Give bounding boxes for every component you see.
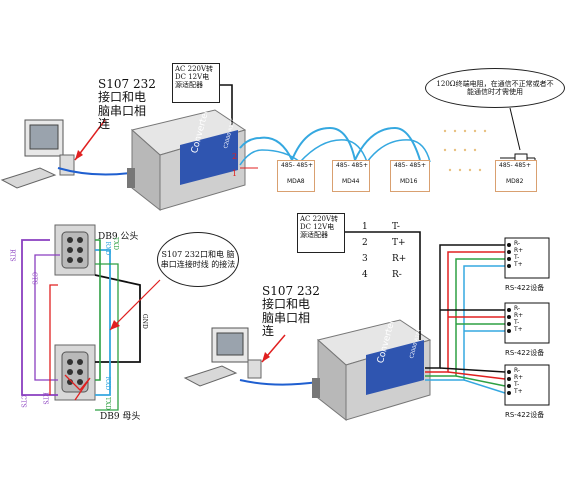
converter-device-top — [127, 109, 247, 212]
device-md82 — [495, 160, 537, 192]
rs422-device-label: RS-422设备 — [505, 284, 545, 292]
db9-male-connector — [54, 224, 96, 276]
terminator-resistor — [500, 107, 536, 165]
port-number-1: 1 — [232, 169, 238, 178]
serial-cable-bottom — [239, 379, 319, 386]
terminal-pin: T- — [514, 381, 520, 388]
device-pins: 485- 485+ — [394, 162, 427, 169]
db9-female-label: DB9 母头 — [100, 412, 141, 422]
rs422-wiring — [425, 244, 506, 394]
rs422-terminal-blocks — [504, 237, 550, 406]
device-pins: 485- 485+ — [499, 162, 532, 169]
terminal-pin: R+ — [514, 312, 524, 319]
legend-signal: R+ — [392, 254, 407, 264]
device-mda8 — [277, 160, 315, 192]
power-adapter-box-top: AC 220V转 DC 12V电 源适配器 — [172, 63, 220, 103]
legend-num: 2 — [362, 238, 368, 248]
device-name: MD16 — [400, 178, 418, 185]
legend-num: 3 — [362, 254, 368, 264]
signal-label: CTS — [19, 395, 27, 408]
device-name: MDA8 — [287, 178, 305, 185]
terminal-pin: T- — [514, 319, 520, 326]
signal-label: TXD — [111, 236, 119, 250]
signal-label: RXD — [104, 376, 112, 391]
signal-label: CTS — [30, 272, 38, 285]
terminal-pin: R- — [514, 305, 521, 312]
terminal-pin: R+ — [514, 247, 524, 254]
device-md16 — [390, 160, 430, 192]
signal-label: TXD — [103, 396, 111, 410]
legend-signal: T- — [392, 222, 400, 232]
rs422-device-label: RS-422设备 — [505, 411, 545, 419]
pc-connection-label-bottom: S107 232 接口和电 脑串口相 连 — [262, 284, 320, 339]
power-adapter-box-bottom: AC 220V转 DC 12V电 源适配器 — [297, 213, 345, 253]
signal-label: RTS — [41, 392, 49, 405]
rs422-device-label: RS-422设备 — [505, 349, 545, 357]
terminal-pin: T+ — [514, 326, 523, 333]
converter-device-bottom — [312, 319, 432, 422]
signal-label: RXD — [104, 241, 112, 256]
device-name: MD44 — [342, 178, 360, 185]
db9-wiring-note: S107 232口和电 脑串口连接时线 的接法 — [157, 232, 239, 287]
terminator-note: 120Ω终端电阻，在通信不正常或者不能通信时才需使用 — [425, 68, 565, 108]
wire-rts-cts — [21, 239, 58, 396]
wire-rxd — [95, 249, 111, 396]
arrow-db9 — [109, 279, 161, 331]
terminal-pin: R+ — [514, 374, 524, 381]
computer-icon-top — [0, 119, 75, 189]
legend-signal: R- — [392, 270, 402, 280]
terminal-pin: R- — [514, 367, 521, 374]
terminal-pin: T- — [514, 254, 520, 261]
legend-num: 4 — [362, 270, 368, 280]
computer-icon-bottom — [183, 327, 262, 387]
terminal-pin: T+ — [514, 388, 523, 395]
rs485-bus-line — [239, 126, 421, 164]
port-number-2: 2 — [232, 152, 238, 161]
wire-txd — [95, 239, 101, 381]
signal-label: RTS — [8, 249, 16, 262]
db9-male-label: DB9 公头 — [98, 232, 139, 242]
terminal-pin: R- — [514, 240, 521, 247]
terminal-pin: T+ — [514, 261, 523, 268]
device-md44 — [332, 160, 370, 192]
legend-num: 1 — [362, 222, 368, 232]
device-name: MD82 — [506, 178, 524, 185]
pc-connection-label-top: S107 232 接口和电 脑串口相 连 — [98, 77, 156, 132]
legend-signal: T+ — [392, 238, 406, 248]
signal-label: GND — [140, 313, 148, 329]
db9-female-connector — [54, 344, 96, 401]
device-pins: 485- 485+ — [336, 162, 369, 169]
device-pins: 485- 485+ — [281, 162, 314, 169]
